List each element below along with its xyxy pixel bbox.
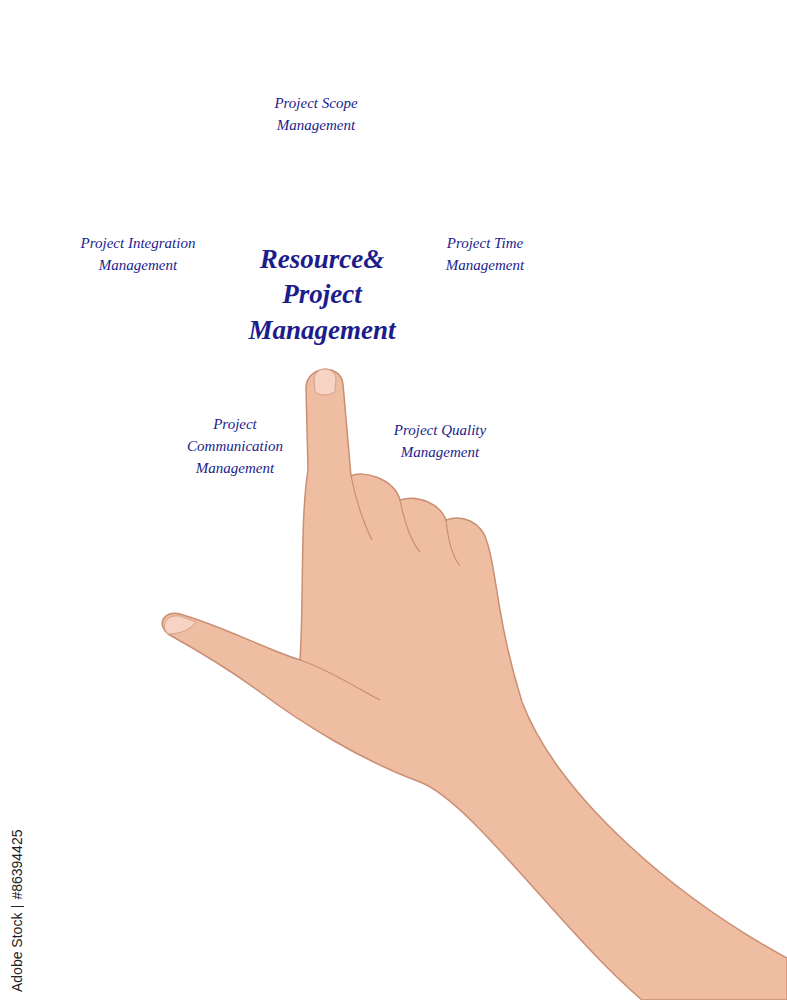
circle-label: Project Time Management <box>422 233 548 277</box>
ring-stroke <box>229 29 395 195</box>
topic-circle: Project Time Management <box>400 170 570 340</box>
circle-label: Project Scope Management <box>253 93 379 137</box>
circle-label: Project Quality Management <box>377 420 503 464</box>
topic-circle: Project Scope Management <box>231 30 401 200</box>
topic-circle: Project Quality Management <box>355 357 525 527</box>
stock-watermark: Adobe Stock #86394425 <box>9 830 25 992</box>
watermark-text: Adobe Stock <box>9 913 25 992</box>
thumb-nail <box>164 616 196 634</box>
circle-outline <box>231 30 401 200</box>
separator-bar <box>11 906 24 907</box>
circle-outline <box>400 170 570 340</box>
ring-stroke <box>155 371 317 533</box>
circle-label: Project Communication Management <box>174 414 297 479</box>
watermark-text: #86394425 <box>9 830 25 900</box>
fingernail <box>314 369 336 395</box>
ring-stroke <box>407 171 573 337</box>
ring-stroke <box>361 361 527 527</box>
hand-shape <box>162 369 787 1000</box>
ring-stroke <box>193 159 457 423</box>
topic-circle: Project Communication Management <box>152 364 318 530</box>
topic-circle: Project Integration Management <box>56 173 220 337</box>
circle-outline <box>56 173 220 337</box>
ring-stroke <box>55 179 215 339</box>
knuckle-lines <box>300 476 460 700</box>
center-circle: Resource& Project Management <box>187 160 457 430</box>
circle-label: Project Integration Management <box>77 233 198 277</box>
circle-outline <box>355 357 525 527</box>
circle-label: Resource& Project Management <box>222 242 422 347</box>
